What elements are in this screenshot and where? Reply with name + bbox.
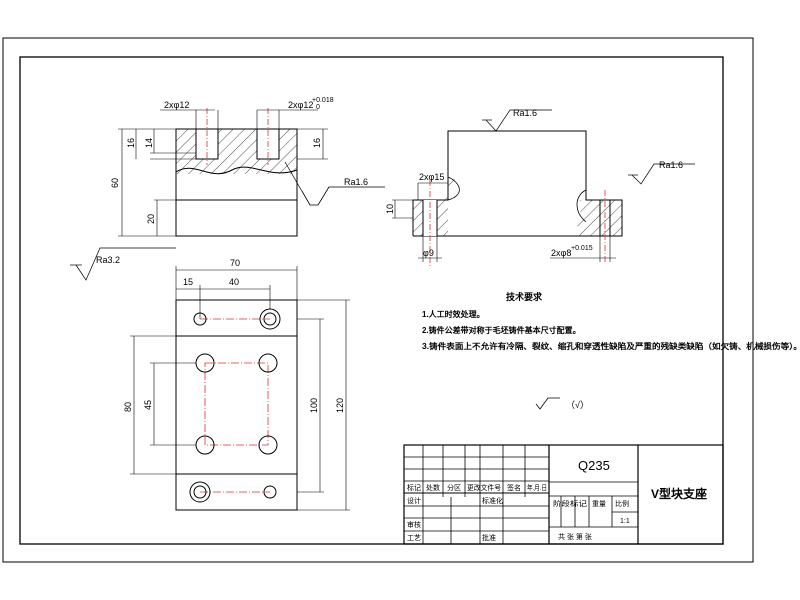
hole: [189, 481, 211, 503]
inner-frame: [19, 56, 724, 545]
top-view: [130, 266, 350, 511]
front-callout-left: 2xφ12: [164, 100, 189, 110]
tb-header-count: 处数: [426, 483, 440, 492]
side-callout-bottom-tol: +0.015: [571, 245, 593, 252]
dim-20: 20: [146, 214, 156, 224]
tb-header-sign: 签名: [507, 483, 521, 492]
dim-15: 15: [183, 277, 193, 287]
note-line-3: 3.铸件表面上不允许有冷隔、裂纹、缩孔和穿透性缺陷及严重的残缺类缺陷（如欠铸、机…: [422, 341, 800, 351]
hole: [258, 353, 278, 373]
dim-40: 40: [229, 277, 239, 287]
dim-70: 70: [230, 258, 240, 268]
roughness-label: Ra1.6: [513, 108, 537, 118]
note-line-1: 1.人工时效处理。: [422, 309, 485, 319]
hole: [258, 435, 278, 455]
note-line-2: 2.铸件公差带对称于毛坯铸件基本尺寸配置。: [422, 325, 581, 335]
title-block: [403, 444, 724, 545]
roughness-label: Ra3.2: [96, 255, 120, 265]
tb-sheet-label: 共 张 第 张: [558, 532, 592, 541]
roughness-symbol: [284, 161, 385, 206]
dim-100: 100: [309, 398, 319, 413]
outer-frame: [2, 37, 754, 563]
tb-header-mark: 标记: [407, 483, 421, 492]
tb-weight-label: 重量: [592, 500, 606, 508]
tb-row-design: 设计: [407, 496, 421, 505]
tb-row-standard: 标准化: [482, 496, 503, 505]
side-callout-left: 2xφ15: [419, 172, 444, 182]
roughness-label: Ra1.6: [659, 160, 683, 170]
roughness-symbol: [75, 247, 176, 281]
front-callout-right-tol-lo: 0: [316, 104, 320, 111]
material-label: Q235: [578, 458, 610, 473]
part-name: V型块支座: [651, 486, 707, 501]
hole: [193, 485, 207, 499]
side-callout-bottom: 2xφ8: [551, 248, 571, 258]
roughness-label: Ra1.6: [344, 177, 368, 187]
dim-14: 14: [144, 138, 154, 148]
dim-45: 45: [143, 400, 153, 410]
dim-60: 60: [110, 178, 120, 188]
hole-pattern-inner: [204, 362, 269, 446]
tb-row-approve: 批准: [482, 533, 496, 542]
dim-10: 10: [385, 204, 395, 214]
tb-header-doc: 更改文件号: [467, 483, 501, 492]
side-view: [392, 109, 695, 268]
roughness-symbol: [631, 163, 695, 185]
notes-heading: 技术要求: [506, 291, 543, 302]
roughness-other-symbol: [535, 397, 560, 410]
tb-row-process: 工艺: [407, 534, 421, 542]
front-view: [70, 108, 385, 281]
dim-16-right: 16: [312, 138, 322, 148]
break-line: [175, 166, 298, 175]
tb-scale-label: 比例: [615, 499, 629, 508]
dim-120: 120: [335, 398, 345, 413]
tb-row-check: 审核: [407, 520, 421, 529]
front-callout-right: 2xφ12: [288, 100, 313, 110]
top-view-outline: [175, 299, 298, 511]
dim-80: 80: [123, 402, 133, 412]
roughness-symbol: [485, 109, 552, 132]
hole: [263, 485, 277, 499]
front-callout-right-tol: +0.018: [312, 97, 334, 104]
hole: [263, 312, 277, 326]
tb-header-date: 年.月.日: [527, 483, 547, 492]
scale-value: 1:1: [620, 518, 630, 525]
dim-16-left: 16: [126, 138, 136, 148]
dim-phi9: φ9: [423, 248, 434, 258]
tb-header-zone: 分区: [447, 483, 461, 492]
roughness-symbol-text: （√）: [566, 400, 589, 410]
tb-stage-label: 阶段标记: [553, 499, 587, 508]
